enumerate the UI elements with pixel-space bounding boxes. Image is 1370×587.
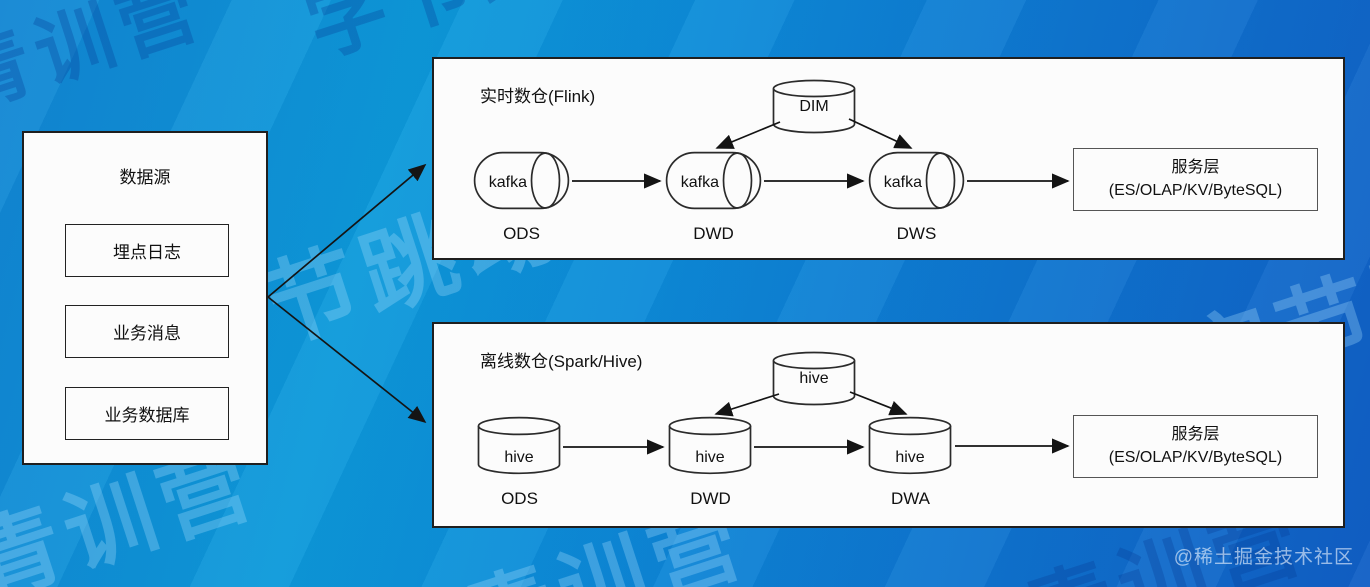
offline-ods-hive-cylinder: hive	[477, 416, 561, 475]
data-source-box: 数据源 埋点日志 业务消息 业务数据库	[22, 131, 268, 465]
offline-stage-dwd: DWD	[690, 489, 731, 508]
community-credit: @稀土掘金技术社区	[1173, 547, 1354, 568]
node-label: hive	[504, 448, 534, 466]
watermark-camp: 青训营	[0, 0, 215, 126]
source-item-tracking-log: 埋点日志	[65, 224, 229, 277]
offline-panel-title: 离线数仓(Spark/Hive)	[480, 352, 643, 371]
data-source-title: 数据源	[119, 168, 171, 187]
service-layer-systems: (ES/OLAP/KV/ByteSQL)	[1108, 448, 1283, 466]
arrow-source-to-offline	[267, 296, 427, 424]
realtime-ods-kafka-cylinder: kafka	[473, 151, 570, 210]
realtime-stage-dwd: DWD	[693, 224, 734, 243]
realtime-dws-kafka-cylinder: kafka	[868, 151, 965, 210]
service-layer-title: 服务层	[1171, 426, 1220, 444]
offline-service-layer-box: 服务层 (ES/OLAP/KV/ByteSQL)	[1073, 415, 1318, 478]
realtime-stage-ods: ODS	[503, 224, 540, 243]
offline-stage-ods: ODS	[501, 489, 538, 508]
offline-dwd-hive-cylinder: hive	[668, 416, 752, 475]
node-label: hive	[799, 369, 829, 387]
node-label: DIM	[799, 97, 829, 115]
realtime-stage-dws: DWS	[896, 224, 937, 243]
node-label: hive	[895, 448, 925, 466]
realtime-service-layer-box: 服务层 (ES/OLAP/KV/ByteSQL)	[1073, 148, 1318, 211]
node-label: hive	[695, 448, 725, 466]
realtime-dwd-kafka-cylinder: kafka	[665, 151, 762, 210]
arrow-source-to-realtime	[267, 163, 427, 298]
offline-stage-dwa: DWA	[890, 489, 931, 508]
service-layer-title: 服务层	[1171, 159, 1220, 177]
offline-dim-hive-cylinder: hive	[772, 351, 856, 406]
source-item-business-database: 业务数据库	[65, 387, 229, 440]
source-item-business-message: 业务消息	[65, 305, 229, 358]
service-layer-systems: (ES/OLAP/KV/ByteSQL)	[1108, 181, 1283, 199]
realtime-panel-title: 实时数仓(Flink)	[480, 87, 596, 106]
offline-dwa-hive-cylinder: hive	[868, 416, 952, 475]
node-label: kafka	[883, 173, 923, 191]
node-label: kafka	[680, 173, 720, 191]
realtime-dim-cylinder: DIM	[772, 79, 856, 134]
node-label: kafka	[488, 173, 528, 191]
